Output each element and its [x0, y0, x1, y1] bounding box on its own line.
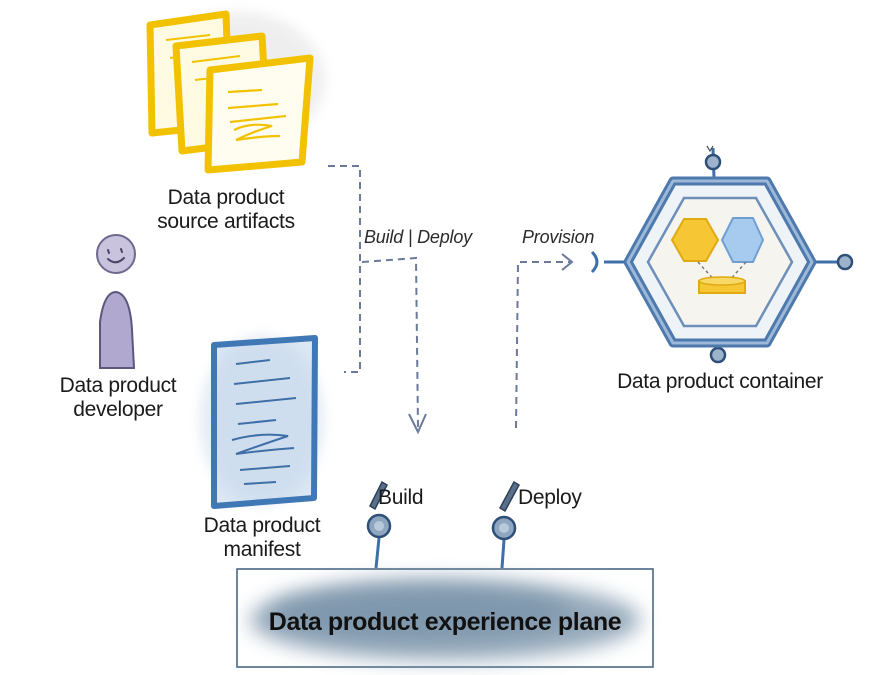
provision-connector	[515, 261, 570, 429]
experience-plane-box	[236, 568, 654, 668]
build-label: Build	[378, 486, 424, 509]
developer-label: Data product developer	[59, 374, 177, 421]
source-artifacts-icon	[146, 10, 325, 174]
provision-label: Provision	[522, 227, 595, 247]
manifest-document-icon	[200, 335, 324, 509]
person-icon	[96, 234, 136, 369]
build-deploy-connector	[328, 165, 419, 429]
source-artifacts-label: Data product source artifacts	[157, 186, 295, 233]
container-label: Data product container	[617, 370, 823, 393]
build-deploy-label: Build | Deploy	[364, 227, 472, 247]
deploy-port	[491, 515, 517, 569]
experience-plane-label: Data product experience plane	[268, 608, 622, 636]
manifest-label: Data product manifest	[203, 514, 321, 561]
pen-icon	[369, 480, 388, 511]
arrow-right-icon	[561, 253, 574, 271]
deploy-label: Deploy	[518, 486, 582, 509]
container-hexagon-icon	[590, 145, 854, 364]
document-icon	[204, 54, 314, 174]
build-port	[366, 513, 392, 569]
pen-icon	[499, 480, 520, 513]
arrow-down-icon	[408, 413, 427, 435]
